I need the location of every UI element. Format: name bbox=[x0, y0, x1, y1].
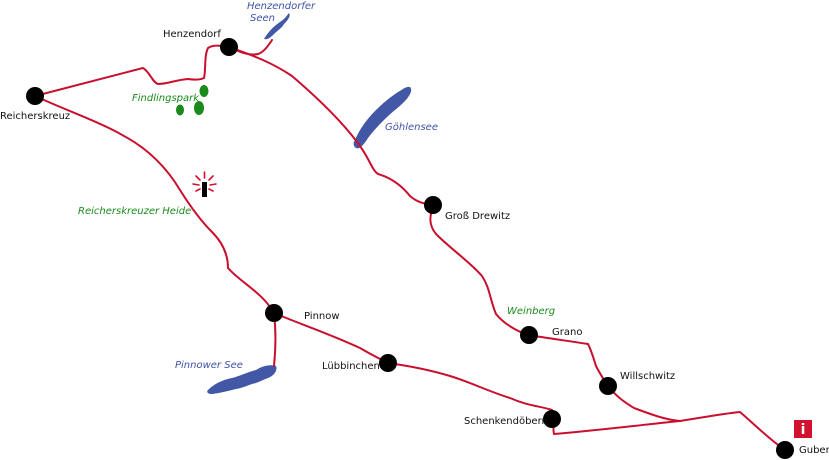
town-marker-gross-drewitz[interactable] bbox=[424, 196, 442, 214]
route-lines bbox=[34, 39, 786, 451]
town-label-luebbinchen: Lübbinchen bbox=[322, 361, 380, 372]
town-label-gross-drewitz: Groß Drewitz bbox=[445, 211, 511, 222]
area-label-weinberg: Weinberg bbox=[507, 306, 556, 317]
area-label-findlingspark: Findlingspark bbox=[132, 93, 200, 104]
lake-label-pinnower-see: Pinnower See bbox=[175, 360, 243, 371]
town-marker-willschwitz[interactable] bbox=[599, 377, 617, 395]
town-marker-pinnow[interactable] bbox=[265, 304, 283, 322]
town-label-henzendorf: Henzendorf bbox=[163, 29, 221, 40]
lookout-tower-icon[interactable] bbox=[192, 171, 217, 197]
route-segment-north bbox=[34, 39, 273, 97]
pinnower-see-lake bbox=[207, 365, 277, 394]
info-icon[interactable]: i bbox=[794, 420, 812, 438]
lake-label-goehlensee: Göhlensee bbox=[385, 122, 438, 133]
info-icon-glyph: i bbox=[801, 422, 806, 438]
route-segment-south bbox=[273, 312, 681, 435]
area-label-reicherskreuzer-heide: Reicherskreuzer Heide bbox=[78, 206, 192, 217]
town-marker-guben[interactable] bbox=[776, 441, 794, 459]
town-label-schenkendoebern: Schenkendöbern bbox=[464, 416, 548, 427]
town-markers bbox=[26, 38, 794, 459]
town-label-pinnow: Pinnow bbox=[304, 311, 340, 322]
route-segment-west bbox=[34, 95, 275, 314]
town-label-reicherskreuz: Reicherskreuz bbox=[0, 111, 71, 122]
town-marker-grano[interactable] bbox=[520, 326, 538, 344]
town-marker-luebbinchen[interactable] bbox=[379, 354, 397, 372]
goehlensee-lake bbox=[353, 86, 412, 149]
findlingspark-marker bbox=[199, 85, 209, 97]
findlingspark-marker bbox=[194, 101, 204, 115]
town-marker-schenkendoebern[interactable] bbox=[543, 410, 561, 428]
town-label-guben: Guben bbox=[799, 445, 829, 456]
town-marker-henzendorf[interactable] bbox=[220, 38, 238, 56]
lake-label-henzendorfer-seen-line2: Seen bbox=[250, 13, 275, 24]
lake-label-henzendorfer-seen-line1: Henzendorfer bbox=[247, 1, 316, 12]
findlingspark-marker bbox=[176, 104, 184, 116]
henzendorfer-seen-lake bbox=[264, 13, 290, 40]
town-marker-reicherskreuz[interactable] bbox=[26, 87, 44, 105]
town-label-willschwitz: Willschwitz bbox=[620, 371, 676, 382]
town-label-grano: Grano bbox=[552, 327, 583, 338]
route-segment-east bbox=[228, 46, 786, 451]
